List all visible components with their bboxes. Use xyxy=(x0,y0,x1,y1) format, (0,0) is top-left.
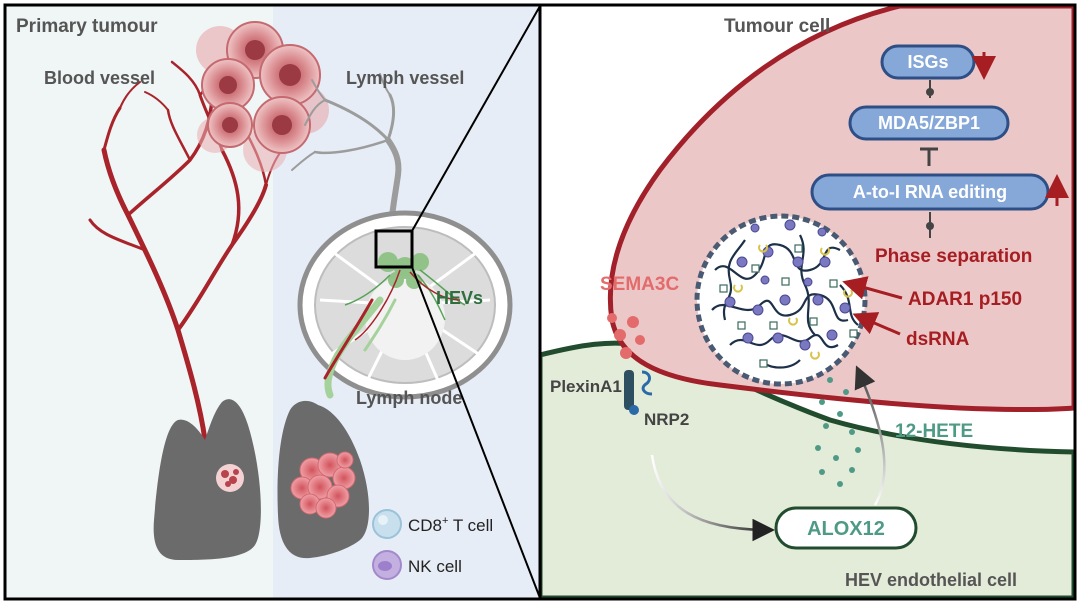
panel-title: Primary tumour xyxy=(16,16,158,37)
alox12-box xyxy=(774,506,918,550)
legend-cd8-label: CD8+ T cell xyxy=(408,515,493,535)
sema3c-label: SEMA3C xyxy=(600,274,679,295)
tumour-cell-label: Tumour cell xyxy=(724,16,830,37)
lymph-vessel-icon xyxy=(291,73,402,238)
cd8-t-cell-icon xyxy=(372,509,402,539)
hev-cell-label: HEV endothelial cell xyxy=(845,570,1017,590)
blood-vessel-label: Blood vessel xyxy=(44,68,155,88)
left-panel: CD8+ T cell NK cell Primary tumour Blood… xyxy=(6,6,539,598)
plexina1-nrp2-receptor-icon xyxy=(624,370,653,415)
primary-tumour-icon xyxy=(196,21,329,172)
alox12-to-droplet-arrow xyxy=(854,365,886,506)
rna-editing-label: A-to-I RNA editing xyxy=(853,182,1007,202)
hete-dots xyxy=(815,377,861,487)
zoom-lines xyxy=(411,5,541,599)
lymph-node-icon xyxy=(297,210,513,400)
lymph-node-label: Lymph node xyxy=(356,388,462,408)
hevs-label: HEVs xyxy=(436,288,483,308)
legend-nk-label: NK cell xyxy=(408,557,462,576)
dsrna-pointer xyxy=(852,312,901,336)
inhibition-icon xyxy=(920,147,938,166)
legend: CD8+ T cell NK cell xyxy=(372,509,493,580)
phase-separation-label: Phase separation xyxy=(875,246,1032,267)
mda5-zbp1-label: MDA5/ZBP1 xyxy=(878,113,980,133)
mda5-zbp1-box xyxy=(848,105,1010,141)
node-to-lung-vessels xyxy=(323,296,397,399)
isgs-label: ISGs xyxy=(907,52,948,72)
right-panel: ISGs MDA5/ZBP1 A-to-I RNA editing Phase … xyxy=(540,6,1074,598)
hev-endothelial-cell xyxy=(540,340,1074,598)
pathway: ISGs MDA5/ZBP1 A-to-I RNA editing Phase … xyxy=(810,44,1069,267)
right-lung-icon xyxy=(277,400,369,559)
alox12-label: ALOX12 xyxy=(807,518,885,540)
hete-label: 12-HETE xyxy=(895,421,973,442)
adar1-pointer xyxy=(842,276,903,300)
lymph-vessel-label: Lymph vessel xyxy=(346,68,464,88)
plexina1-label: PlexinA1 xyxy=(550,377,622,396)
adar1-label: ADAR1 p150 xyxy=(908,289,1022,310)
phase-separation-droplet xyxy=(694,213,868,387)
receptor-to-alox12-arrow xyxy=(650,454,775,542)
right-panel-border xyxy=(538,3,1077,601)
left-lung-icon xyxy=(153,399,261,560)
dsrna-label: dsRNA xyxy=(906,329,970,350)
sema3c-dots xyxy=(607,313,645,359)
nrp2-label: NRP2 xyxy=(644,410,689,429)
